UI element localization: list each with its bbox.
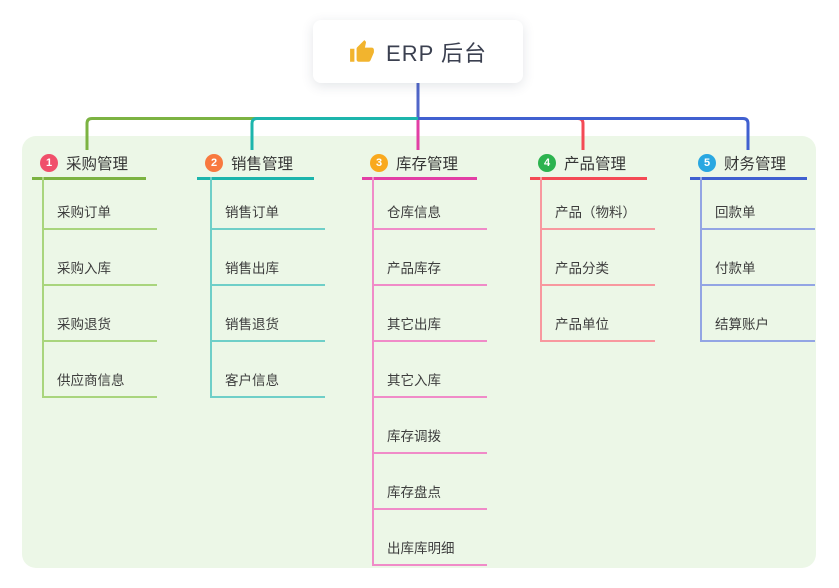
child-node[interactable]: 客户信息: [212, 342, 325, 398]
branch-children-5: 回款单付款单结算账户: [700, 177, 815, 342]
child-node[interactable]: 销售订单: [212, 177, 325, 230]
child-label: 产品单位: [555, 317, 609, 332]
child-label: 采购入库: [57, 261, 111, 276]
child-node[interactable]: 销售退货: [212, 286, 325, 342]
child-label: 采购订单: [57, 205, 111, 220]
child-label: 库存盘点: [387, 485, 441, 500]
child-label: 销售退货: [225, 317, 279, 332]
branch-children-2: 销售订单销售出库销售退货客户信息: [210, 177, 325, 398]
branch-number-badge: 1: [40, 154, 58, 172]
branch-children-4: 产品（物料） 产品分类产品单位: [540, 177, 655, 342]
branch-label: 采购管理: [66, 156, 129, 173]
child-node[interactable]: 产品库存: [374, 230, 487, 286]
child-label: 结算账户: [715, 317, 769, 332]
child-label: 出库库明细: [387, 541, 455, 556]
child-node[interactable]: 销售出库: [212, 230, 325, 286]
branch-label: 财务管理: [724, 156, 787, 173]
branch-header-3[interactable]: 3 库存管理: [362, 149, 477, 180]
child-label: 采购退货: [57, 317, 111, 332]
branch-children-1: 采购订单采购入库采购退货供应商信息: [42, 177, 157, 398]
child-node[interactable]: 回款单: [702, 177, 815, 230]
child-label: 销售出库: [225, 261, 279, 276]
branch-header-5[interactable]: 5 财务管理: [690, 149, 807, 180]
child-label: 其它出库: [387, 317, 441, 332]
branch-number-badge: 4: [538, 154, 556, 172]
branch-header-4[interactable]: 4 产品管理: [530, 149, 647, 180]
child-node[interactable]: 出库库明细: [374, 510, 487, 566]
root-node[interactable]: ERP 后台: [313, 20, 523, 83]
child-node[interactable]: 付款单: [702, 230, 815, 286]
branch-number-badge: 2: [205, 154, 223, 172]
child-node[interactable]: 结算账户: [702, 286, 815, 342]
branch-number-badge: 5: [698, 154, 716, 172]
child-node[interactable]: 采购订单: [44, 177, 157, 230]
child-label: 产品（物料）: [555, 205, 636, 220]
child-label: 供应商信息: [57, 373, 125, 388]
child-label: 销售订单: [225, 205, 279, 220]
child-label: 库存调拨: [387, 429, 441, 444]
child-node[interactable]: 库存调拨: [374, 398, 487, 454]
child-label: 其它入库: [387, 373, 441, 388]
child-label: 客户信息: [225, 373, 279, 388]
child-node[interactable]: 产品分类: [542, 230, 655, 286]
child-node[interactable]: 采购入库: [44, 230, 157, 286]
branch-number-badge: 3: [370, 154, 388, 172]
child-label: 产品分类: [555, 261, 609, 276]
branch-label: 库存管理: [396, 156, 459, 173]
child-node[interactable]: 产品单位: [542, 286, 655, 342]
child-node[interactable]: 供应商信息: [44, 342, 157, 398]
branch-header-2[interactable]: 2 销售管理: [197, 149, 314, 180]
branch-children-3: 仓库信息产品库存其它出库其它入库库存调拨库存盘点出库库明细: [372, 177, 487, 566]
branch-label: 产品管理: [564, 156, 627, 173]
child-label: 付款单: [715, 261, 756, 276]
child-node[interactable]: 其它出库: [374, 286, 487, 342]
mindmap-panel: [22, 136, 816, 568]
child-node[interactable]: 其它入库: [374, 342, 487, 398]
child-node[interactable]: 采购退货: [44, 286, 157, 342]
child-node[interactable]: 产品（物料）: [542, 177, 655, 230]
child-label: 产品库存: [387, 261, 441, 276]
branch-header-1[interactable]: 1 采购管理: [32, 149, 146, 180]
branch-label: 销售管理: [231, 156, 294, 173]
child-label: 仓库信息: [387, 205, 441, 220]
child-node[interactable]: 库存盘点: [374, 454, 487, 510]
root-title: ERP 后台: [386, 40, 487, 66]
child-node[interactable]: 仓库信息: [374, 177, 487, 230]
thumbs-up-icon: [350, 39, 374, 62]
child-label: 回款单: [715, 205, 756, 220]
